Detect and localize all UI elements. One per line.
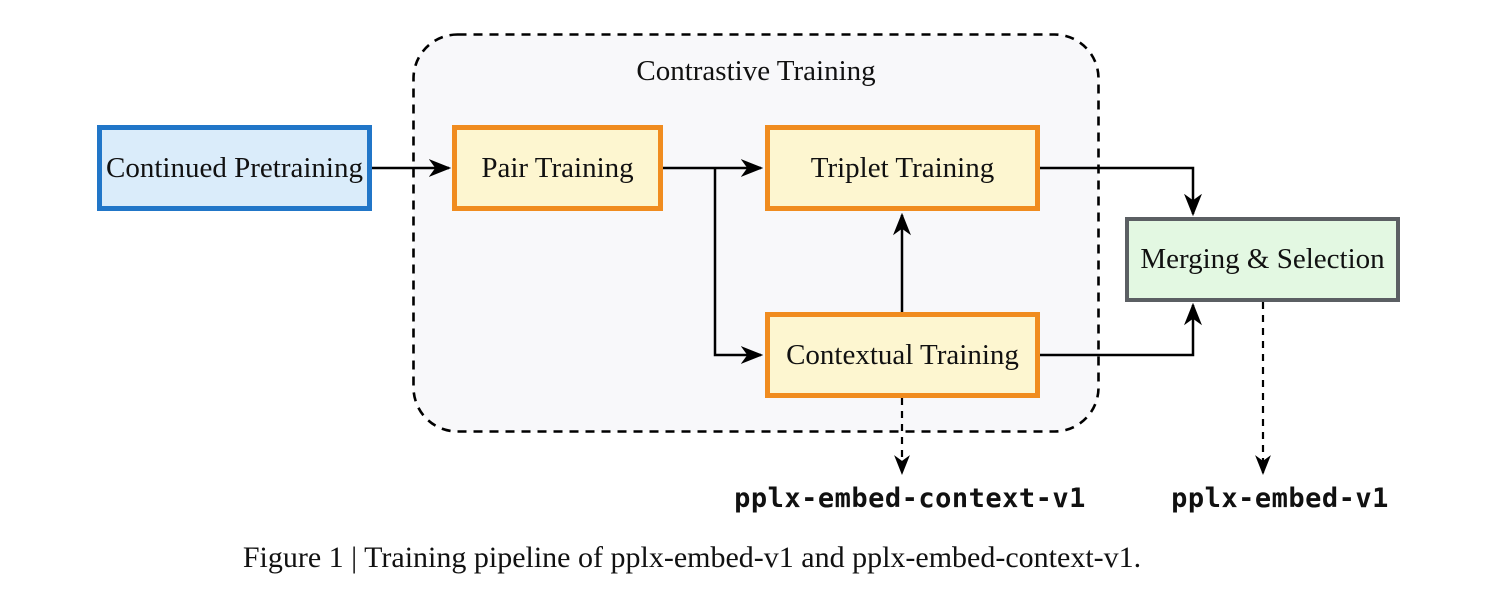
contextual-training-label: Contextual Training: [786, 338, 1019, 371]
merging-selection-label: Merging & Selection: [1140, 243, 1385, 275]
final-model-output-label: pplx-embed-v1: [1171, 483, 1389, 514]
pair-training-label: Pair Training: [481, 151, 634, 184]
triplet-training-label: Triplet Training: [810, 151, 995, 184]
context-model-output-label: pplx-embed-context-v1: [734, 483, 1086, 514]
arrow-contextual-to-merging: [1040, 302, 1202, 357]
continued-pretraining-label: Continued Pretraining: [106, 151, 363, 184]
continued-pretraining-node: Continued Pretraining: [97, 125, 372, 211]
arrow-pair-to-contextual: [713, 168, 764, 364]
contrastive-training-label: Contrastive Training: [636, 55, 876, 87]
merging-selection-node: Merging & Selection: [1125, 217, 1400, 302]
pair-training-node: Pair Training: [452, 125, 663, 211]
triplet-training-node: Triplet Training: [765, 125, 1040, 211]
figure-caption: Figure 1 | Training pipeline of pplx-emb…: [242, 541, 1142, 574]
arrow-triplet-to-merging: [1040, 166, 1202, 217]
contextual-training-node: Contextual Training: [765, 312, 1040, 398]
